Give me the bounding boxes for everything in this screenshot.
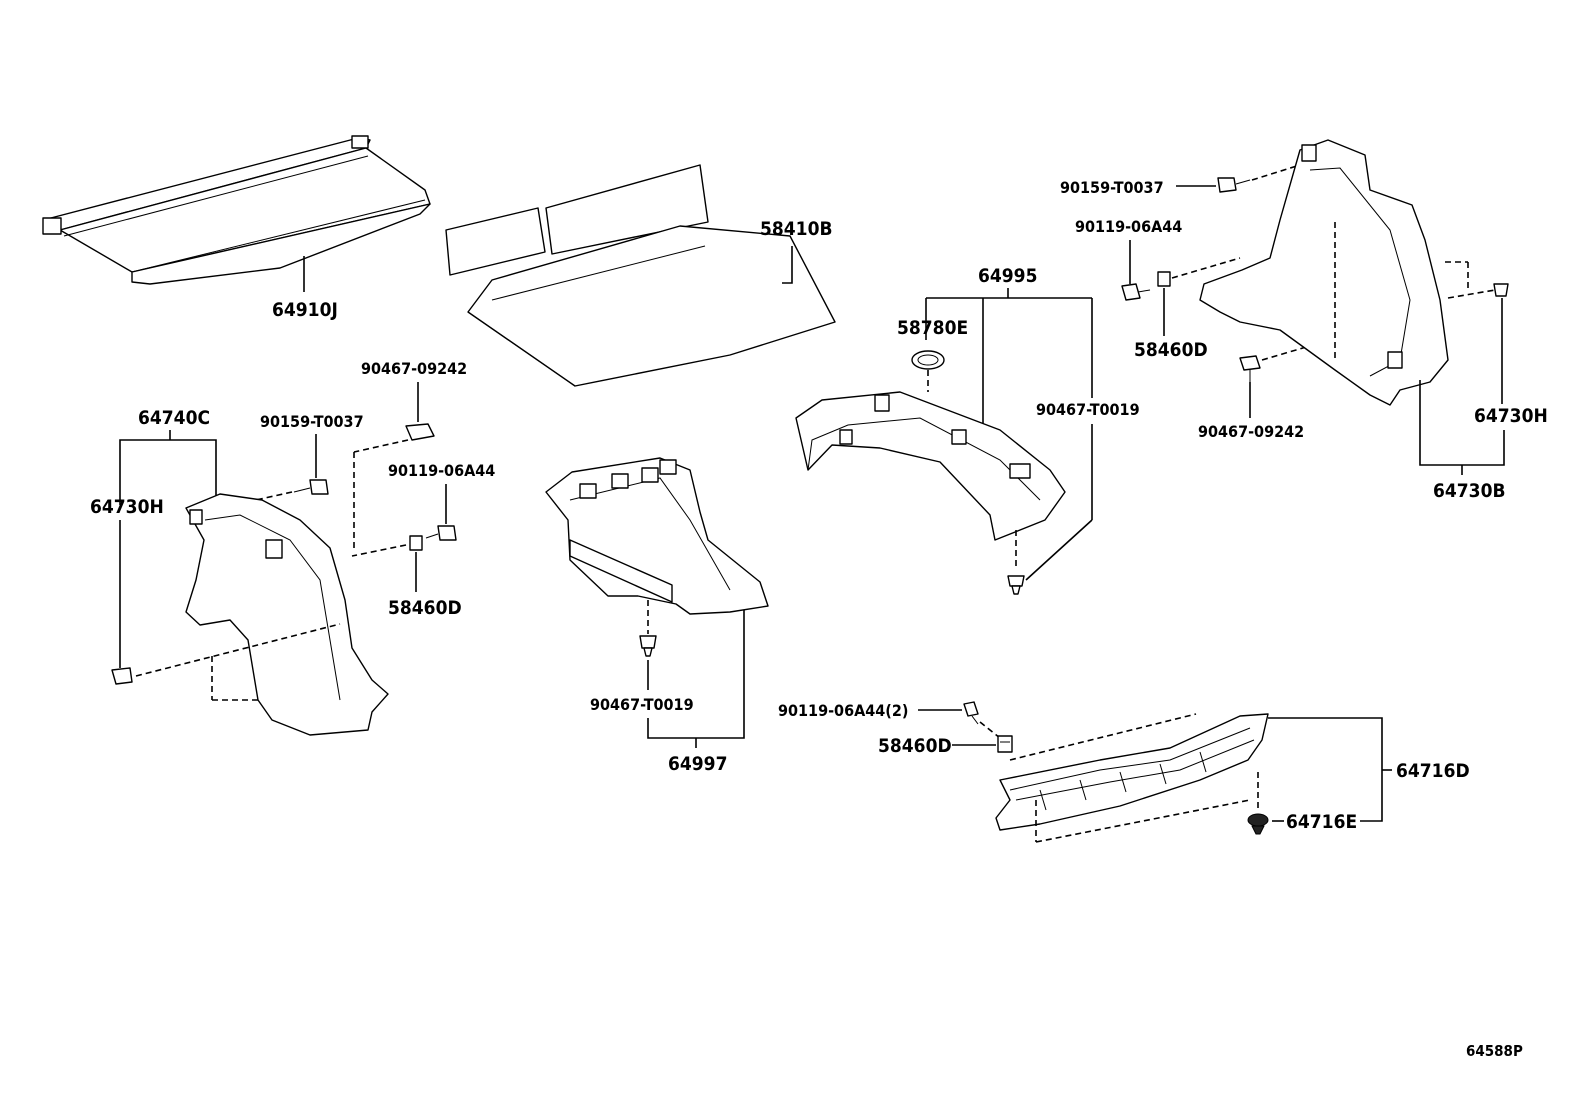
- bolt-90159-T0037-right[interactable]: [1217, 177, 1251, 193]
- label-90467-T0019-center: 90467-T0019: [590, 695, 694, 714]
- label-64910J: 64910J: [272, 299, 338, 321]
- label-90467-09242-left: 90467-09242: [361, 359, 467, 378]
- clip-64716E[interactable]: [1247, 813, 1269, 835]
- label-58410B: 58410B: [760, 218, 833, 240]
- clip-64730H-left[interactable]: [111, 667, 133, 685]
- label-64730H-left: 64730H: [90, 496, 164, 518]
- label-90159-T0037-right: 90159-T0037: [1060, 178, 1164, 197]
- scuff-plate-64716D[interactable]: [995, 713, 1269, 831]
- plug-58780E[interactable]: [911, 350, 945, 370]
- screw-90119-06A44-right[interactable]: [1121, 283, 1151, 301]
- bolt-90159-T0037-left[interactable]: [293, 479, 329, 495]
- label-58460D-right: 58460D: [1134, 339, 1208, 361]
- nut-58460D-left[interactable]: [409, 535, 423, 551]
- tonneau-cover-64910J[interactable]: [42, 135, 431, 285]
- clip-64730H-right[interactable]: [1493, 283, 1509, 297]
- clip-90467-09242-right[interactable]: [1239, 355, 1261, 382]
- storage-box-64995[interactable]: [795, 391, 1066, 541]
- nut-58460D-right[interactable]: [1157, 271, 1171, 287]
- tray-64997[interactable]: [545, 457, 769, 615]
- label-90467-09242-right: 90467-09242: [1198, 422, 1304, 441]
- screw-90119-06A44-left[interactable]: [425, 525, 457, 541]
- deck-board-58410B[interactable]: [445, 164, 836, 387]
- label-90467-T0019-right: 90467-T0019: [1036, 400, 1140, 419]
- label-58460D-left: 58460D: [388, 597, 462, 619]
- label-64716E: 64716E: [1286, 811, 1357, 833]
- label-64997: 64997: [668, 753, 727, 775]
- label-64730H-right: 64730H: [1474, 405, 1548, 427]
- label-58780E: 58780E: [897, 317, 968, 339]
- label-90119-06A44-left: 90119-06A44: [388, 461, 495, 480]
- clip-90467-T0019-center[interactable]: [639, 635, 657, 657]
- clip-90467-09242-left[interactable]: [405, 423, 435, 441]
- label-64730B: 64730B: [1433, 480, 1506, 502]
- diagram-ref-code: 64588P: [1466, 1042, 1523, 1060]
- label-58460D-bottom: 58460D: [878, 735, 952, 757]
- label-64716D: 64716D: [1396, 760, 1470, 782]
- label-90119-06A44-2: 90119-06A44(2): [778, 701, 908, 720]
- label-90119-06A44-right: 90119-06A44: [1075, 217, 1182, 236]
- clip-90467-T0019-right[interactable]: [1007, 575, 1025, 595]
- side-trim-64740C[interactable]: [185, 493, 389, 736]
- nut-58460D-bottom[interactable]: [997, 735, 1013, 753]
- screw-90119-06A44-2[interactable]: [963, 701, 979, 725]
- label-64740C: 64740C: [138, 407, 210, 429]
- label-64995: 64995: [978, 265, 1037, 287]
- side-trim-64730B[interactable]: [1199, 139, 1449, 406]
- label-90159-T0037-left: 90159-T0037: [260, 412, 364, 431]
